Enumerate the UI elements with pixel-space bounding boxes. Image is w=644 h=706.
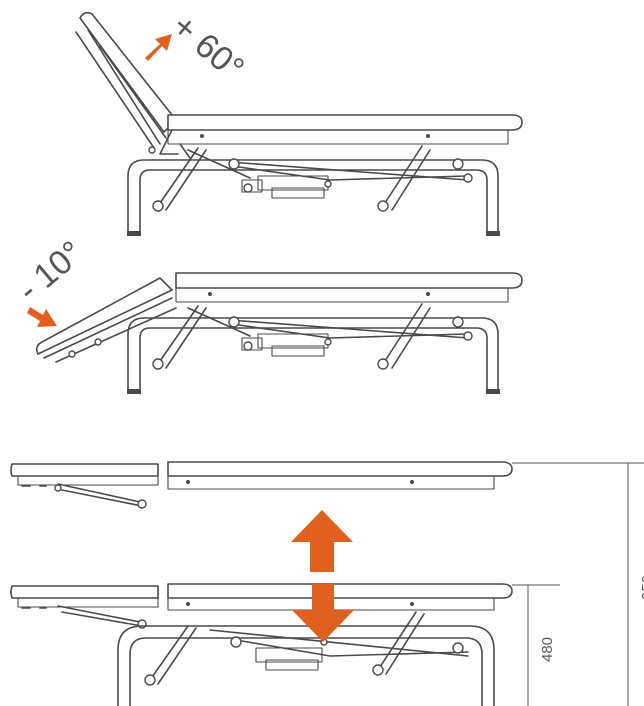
tilt-up-label: + 60° <box>165 7 251 88</box>
view-backrest-lowered <box>35 272 523 395</box>
tilt-down-arrow <box>27 307 57 327</box>
view-table-raised <box>10 461 513 509</box>
dimension-min-height: 480 <box>512 584 560 706</box>
tilt-down-label: - 10° <box>11 234 91 310</box>
height-max-label: 950 <box>639 575 644 600</box>
view-table-lowered <box>10 583 513 706</box>
dimension-max-height: 950 <box>512 462 644 706</box>
backrest-pad-raised <box>79 11 177 133</box>
height-min-label: 480 <box>539 637 556 662</box>
tilt-up-arrow <box>145 34 172 61</box>
view-backrest-raised <box>75 11 523 237</box>
down-arrow <box>292 584 354 642</box>
backrest-pad-lowered <box>35 277 173 355</box>
height-adjust-arrows <box>291 510 354 642</box>
up-arrow <box>291 510 353 572</box>
table-top-pad-1 <box>167 114 523 131</box>
table-top-pad-2 <box>175 272 523 289</box>
